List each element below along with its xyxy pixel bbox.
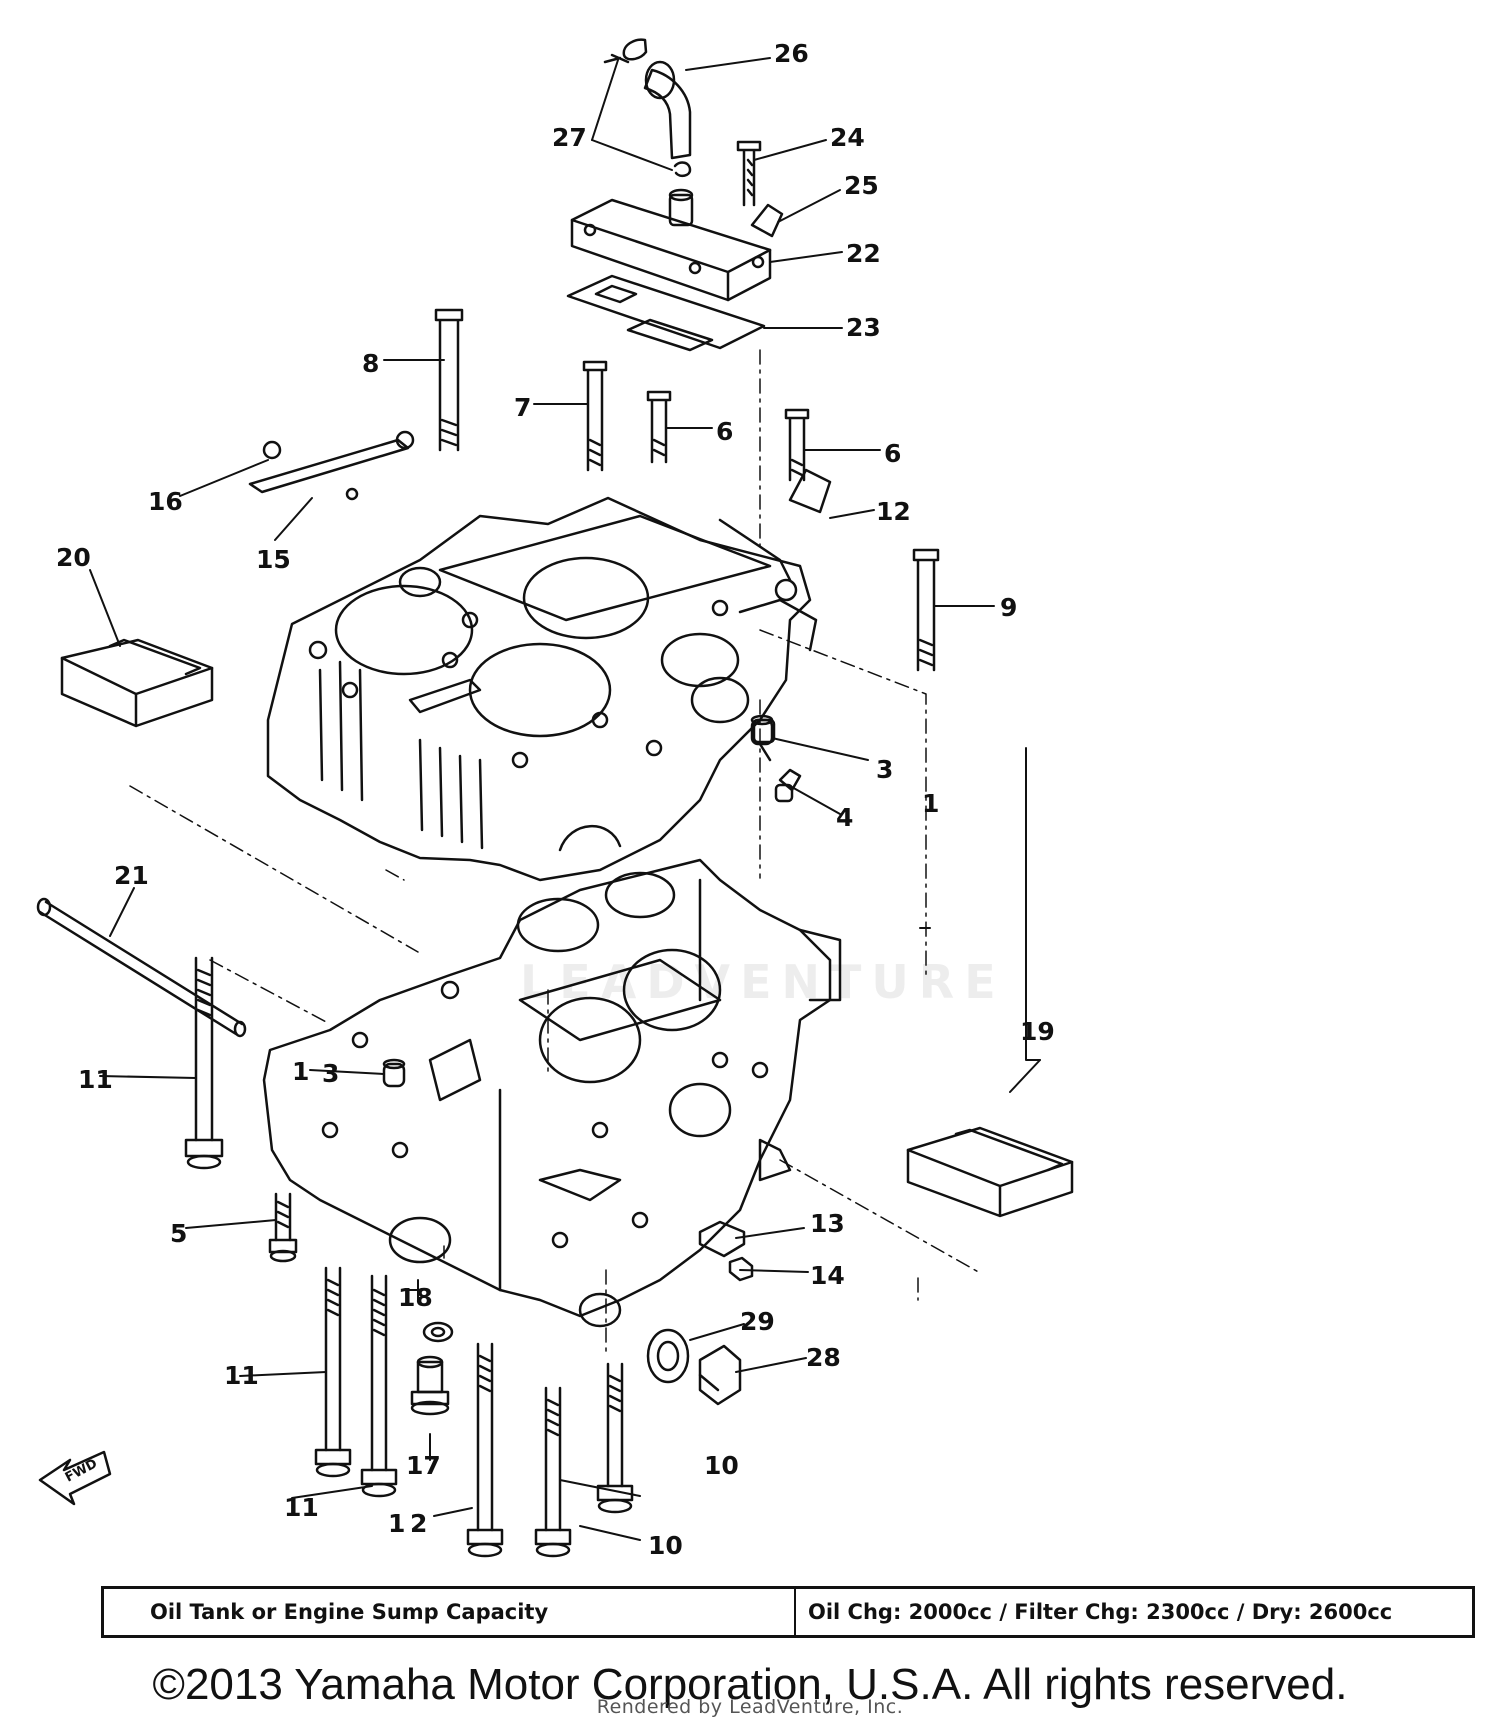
callout-6b: 6 <box>884 439 901 468</box>
callout-12: 12 <box>876 497 911 526</box>
breather-hose <box>603 38 692 178</box>
callout-10b: 10 <box>648 1531 683 1560</box>
callout-1b: 1 <box>292 1057 309 1086</box>
callout-13: 13 <box>810 1209 845 1238</box>
dust-cover-19 <box>906 1126 1074 1218</box>
callout-26: 26 <box>774 39 809 68</box>
oil-capacity-table: Oil Tank or Engine Sump Capacity Oil Chg… <box>101 1586 1475 1638</box>
dowel-pins <box>382 714 802 1088</box>
upper-crankcase <box>266 468 832 882</box>
breather-cover <box>570 140 784 302</box>
callout-14: 14 <box>810 1261 845 1290</box>
callout-18: 18 <box>398 1283 433 1312</box>
callout-11b: 11 <box>224 1361 259 1390</box>
callout-6a: 6 <box>716 417 733 446</box>
callout-11c: 11 <box>284 1493 319 1522</box>
drain-plug-and-fittings <box>646 1220 754 1406</box>
callout-3b: 3 <box>322 1059 339 1088</box>
oil-capacity-value: Oil Chg: 2000cc / Filter Chg: 2300cc / D… <box>808 1600 1393 1624</box>
callout-28: 28 <box>806 1343 841 1372</box>
upper-plate <box>248 430 415 501</box>
callout-25: 25 <box>844 171 879 200</box>
callout-23: 23 <box>846 313 881 342</box>
callout-19: 19 <box>1020 1017 1055 1046</box>
callout-1c: 1 <box>388 1509 405 1538</box>
callout-16: 16 <box>148 487 183 516</box>
callout-7: 7 <box>514 393 531 422</box>
oil-capacity-label: Oil Tank or Engine Sump Capacity <box>104 1589 796 1635</box>
upper-bolts <box>434 308 940 672</box>
callout-8: 8 <box>362 349 379 378</box>
callout-2: 2 <box>410 1509 427 1538</box>
callout-15: 15 <box>256 545 291 574</box>
watermark-text: LEADVENTURE <box>520 955 1006 1009</box>
rendered-by-notice: Rendered by LeadVenture, Inc. <box>596 1696 904 1718</box>
lower-crankcase <box>262 858 842 1328</box>
callout-22: 22 <box>846 239 881 268</box>
callout-5: 5 <box>170 1219 187 1248</box>
callout-3a: 3 <box>876 755 893 784</box>
callout-29: 29 <box>740 1307 775 1336</box>
callout-10a: 10 <box>704 1451 739 1480</box>
callout-labels: 26 27 24 25 22 23 8 7 6 6 12 16 15 20 9 … <box>56 39 1055 1560</box>
callout-9: 9 <box>1000 593 1017 622</box>
callout-17: 17 <box>406 1451 441 1480</box>
dust-cover-20 <box>60 638 214 728</box>
fwd-arrow-icon <box>38 1450 112 1506</box>
copyright-notice: ©2013 Yamaha Motor Corporation, U.S.A. A… <box>152 1660 1348 1709</box>
breather-gasket <box>566 274 766 352</box>
leader-lines <box>89 57 1041 1541</box>
callout-4: 4 <box>836 803 853 832</box>
callout-20: 20 <box>56 543 91 572</box>
callout-1a: 1 <box>922 789 939 818</box>
oil-pipe <box>36 897 247 1038</box>
callout-24: 24 <box>830 123 865 152</box>
alignment-lines <box>129 349 983 1357</box>
callout-27: 27 <box>552 123 587 152</box>
lower-bolts <box>184 956 634 1558</box>
callout-11a: 11 <box>78 1065 113 1094</box>
callout-21: 21 <box>114 861 149 890</box>
